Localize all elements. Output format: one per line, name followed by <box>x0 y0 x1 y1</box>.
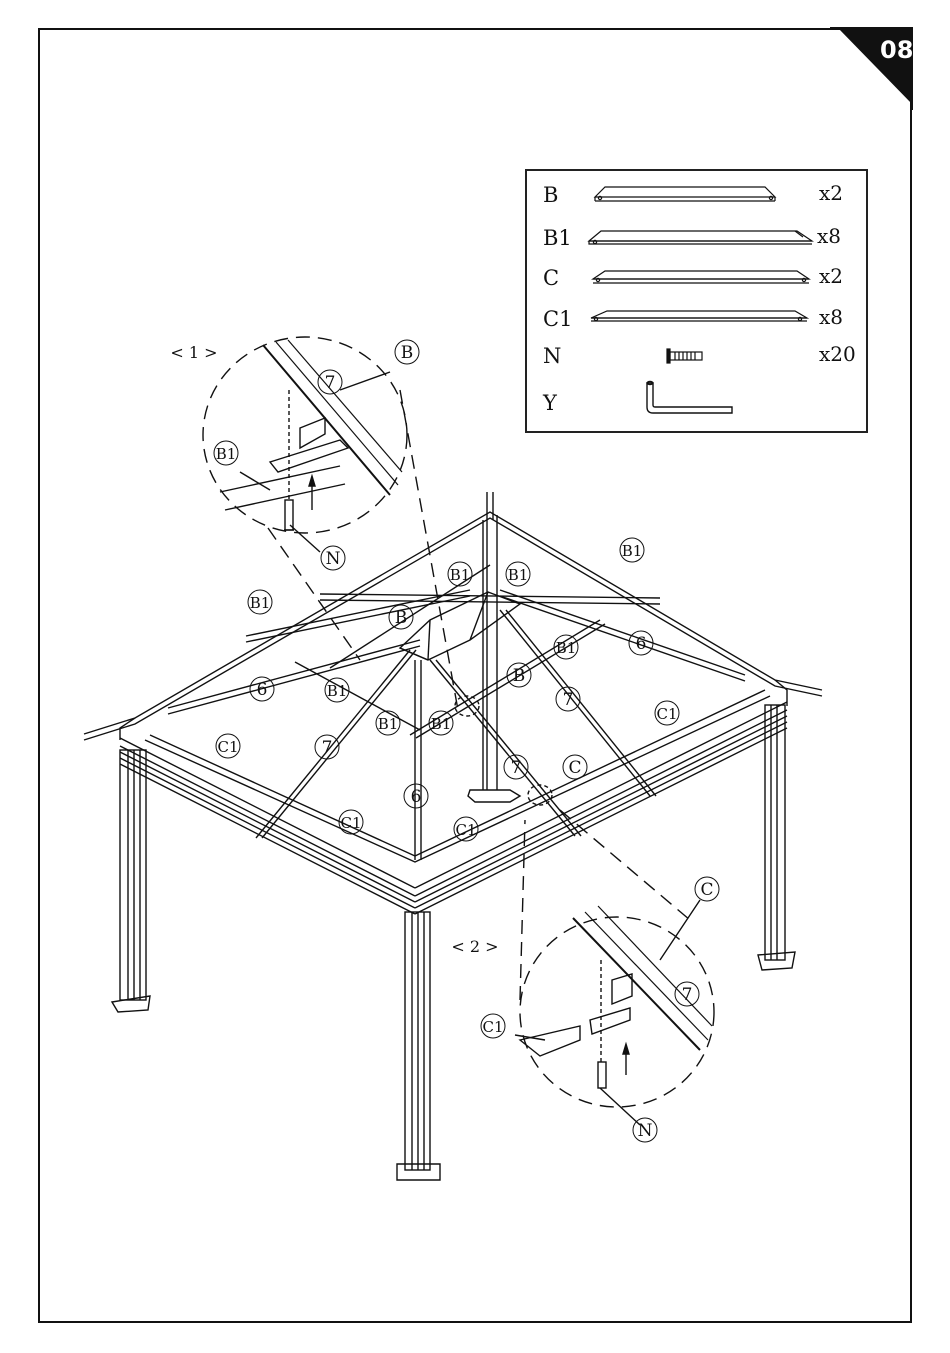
callout-7: 7 <box>322 738 333 758</box>
callout-c: C <box>568 758 581 778</box>
callout-6: 6 <box>257 680 268 700</box>
callout-7: 7 <box>511 758 522 778</box>
callout-6: 6 <box>636 634 647 654</box>
callout-c1: C1 <box>455 821 476 839</box>
callout-6: 6 <box>411 787 422 807</box>
callout-c1: C1 <box>217 738 238 756</box>
callout-c1: C1 <box>340 814 361 832</box>
callout-b: B <box>513 666 526 686</box>
callout-b1: B1 <box>250 594 271 612</box>
callout-b1: B1 <box>327 682 348 700</box>
callout-c1: C1 <box>656 705 677 723</box>
callout-b1: B1 <box>508 566 529 584</box>
d1-label-n: N <box>326 549 341 569</box>
d1-label-b: B <box>401 343 414 363</box>
d1-label-b1: B1 <box>216 445 237 463</box>
d2-label-7: 7 <box>682 985 693 1005</box>
callout-b1: B1 <box>378 715 399 733</box>
callout-b1: B1 <box>450 566 471 584</box>
callout-b1: B1 <box>431 715 452 733</box>
d2-label-n: N <box>638 1121 653 1141</box>
d1-label-7: 7 <box>325 373 336 393</box>
detail-1-title: < 1 > <box>170 343 217 362</box>
detail-2-title: < 2 > <box>451 937 498 956</box>
callout-b: B <box>395 608 408 628</box>
callout-7: 7 <box>563 690 574 710</box>
d2-label-c: C <box>700 880 713 900</box>
d2-label-c1: C1 <box>482 1018 503 1036</box>
callout-b1: B1 <box>622 542 643 560</box>
callout-b1: B1 <box>556 639 577 657</box>
